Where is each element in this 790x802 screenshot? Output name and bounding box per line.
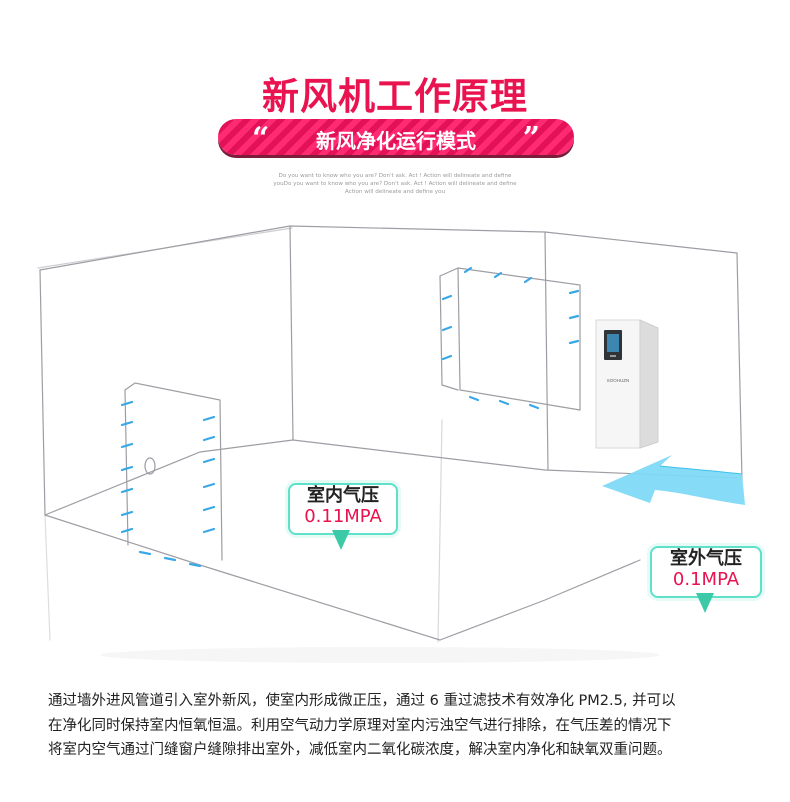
close-quote-icon: ”: [522, 121, 540, 156]
page-title: 新风机工作原理: [262, 75, 528, 118]
banner-text: 新风净化运行模式: [316, 129, 476, 153]
outdoor-pin-icon: [696, 593, 714, 613]
fresh-air-unit: SOOHUZN: [594, 318, 660, 452]
tagline-line-1: Do you want to know who you are? Don't a…: [278, 173, 512, 179]
description-line-1: 通过墙外进风管道引入室外新风，使室内形成微正压，通过 6 重过滤技术有效净化 P…: [48, 693, 676, 709]
open-quote-icon: “: [252, 121, 270, 156]
indoor-pressure-label: 室内气压: [307, 485, 379, 506]
mode-banner: “ 新风净化运行模式 ”: [218, 119, 574, 156]
outdoor-pressure-callout: 室外气压 0.1MPA: [650, 546, 762, 598]
outdoor-pressure-label: 室外气压: [670, 548, 742, 569]
description-line-3: 将室内空气通过门缝窗户缝隙排出室外，减低室内二氧化碳浓度，解决室内净化和缺氧双重…: [48, 742, 672, 758]
outdoor-pressure-value: 0.1MPA: [672, 569, 740, 590]
device-brand: SOOHUZN: [607, 378, 630, 383]
tagline-line-2: youDo you want to know who you are? Don'…: [273, 181, 517, 187]
tagline: Do you want to know who you are? Don't a…: [0, 172, 790, 196]
tagline-line-3: Action will delineate and define you: [344, 189, 446, 195]
airflow-arrow-icon: [602, 455, 745, 505]
indoor-pressure-callout: 室内气压 0.11MPA: [288, 483, 398, 535]
indoor-pin-icon: [332, 530, 350, 550]
description-line-2: 在净化同时保持室内恒氧恒温。利用空气动力学原理对室内污浊空气进行排除，在气压差的…: [48, 717, 672, 734]
description: 通过墙外进风管道引入室外新风，使室内形成微正压，通过 6 重过滤技术有效净化 P…: [48, 689, 768, 763]
indoor-pressure-value: 0.11MPA: [304, 506, 382, 527]
